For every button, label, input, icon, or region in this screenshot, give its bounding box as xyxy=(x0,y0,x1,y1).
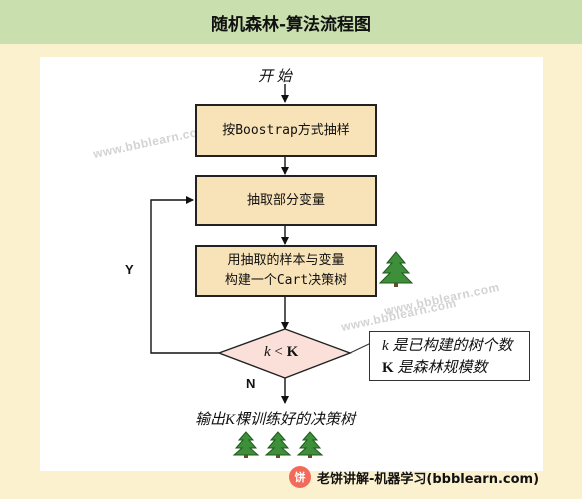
end-label: 输出K棵训练好的决策树 xyxy=(195,412,356,428)
callout-pointer xyxy=(349,342,372,354)
callout-text1: 是已构建的树个数 xyxy=(388,338,513,354)
page-title: 随机森林-算法流程图 xyxy=(210,14,372,35)
callout-line2: K 是森林规模数 xyxy=(382,357,529,379)
step-build-tree-line1: 用抽取的样本与变量 xyxy=(227,253,345,268)
condition-label: k < K xyxy=(264,344,298,361)
condition-operator: < xyxy=(270,344,287,360)
brand-name: 老饼讲解-机器学习(bbblearn.com) xyxy=(317,471,540,487)
brand-footer: 饼 老饼讲解-机器学习(bbblearn.com) xyxy=(289,466,571,488)
callout-var-K: K xyxy=(382,360,394,376)
step-build-tree-box: 用抽取的样本与变量 构建一个Cart决策树 xyxy=(195,245,377,297)
callout-line1: k 是已构建的树个数 xyxy=(382,335,529,357)
tree-icon xyxy=(264,431,292,458)
condition-diamond xyxy=(216,328,352,379)
callout-text2: 是森林规模数 xyxy=(393,360,488,376)
condition-var-K: K xyxy=(286,344,299,360)
tree-icon xyxy=(296,431,324,458)
no-label: N xyxy=(246,376,256,391)
start-label: 开 始 xyxy=(258,69,292,85)
step-build-tree-line2: 构建一个Cart决策树 xyxy=(224,273,348,288)
title-bar: 随机森林-算法流程图 xyxy=(0,0,582,44)
step-sample-label: 按Boostrap方式抽样 xyxy=(222,122,350,138)
condition-var-k: k xyxy=(264,344,271,360)
step-variables-box: 抽取部分变量 xyxy=(195,175,377,226)
step-variables-label: 抽取部分变量 xyxy=(246,192,325,208)
tree-icon xyxy=(232,431,260,458)
tree-icon xyxy=(378,251,414,287)
yes-label: Y xyxy=(125,262,134,277)
arrow-loop-back xyxy=(150,196,219,354)
callout-note: k 是已构建的树个数 K 是森林规模数 xyxy=(369,331,530,381)
step-sample-box: 按Boostrap方式抽样 xyxy=(195,104,377,157)
callout-var-k: k xyxy=(382,338,389,354)
brand-logo: 饼 xyxy=(289,466,311,488)
